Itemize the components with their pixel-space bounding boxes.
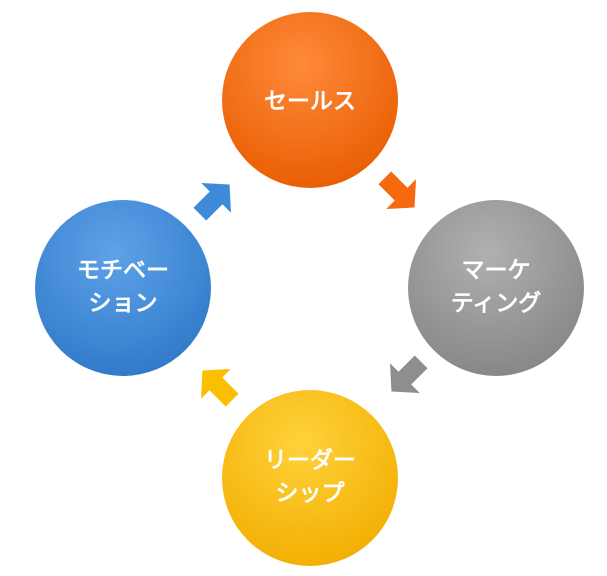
node-motivation-circle <box>35 200 211 376</box>
arrows-layer <box>193 171 428 407</box>
node-sales-circle <box>222 12 398 188</box>
node-sales: セールス <box>222 12 398 188</box>
node-marketing-label-line-1: マーケ <box>462 258 531 284</box>
node-marketing-circle <box>408 200 584 376</box>
arrow-icon-marketing-to-leadership <box>390 355 428 393</box>
node-leadership-label-line-2: シップ <box>276 481 346 507</box>
arrow-icon-sales-to-marketing <box>378 171 416 209</box>
node-sales-label: セールス <box>264 89 356 115</box>
node-motivation-label-line-1: モチベー <box>77 258 169 284</box>
node-leadership-circle <box>222 390 398 566</box>
arrow-icon-motivation-to-sales <box>193 183 231 221</box>
node-motivation-label-line-2: ション <box>89 291 158 317</box>
arrow-icon-leadership-to-motivation <box>201 369 239 407</box>
node-marketing: マーケ ティング <box>408 200 584 376</box>
node-leadership-label-line-1: リーダー <box>264 447 356 474</box>
node-marketing-label-line-2: ティング <box>451 290 542 317</box>
node-motivation: モチベー ション <box>35 200 211 376</box>
node-leadership: リーダー シップ <box>222 390 398 566</box>
